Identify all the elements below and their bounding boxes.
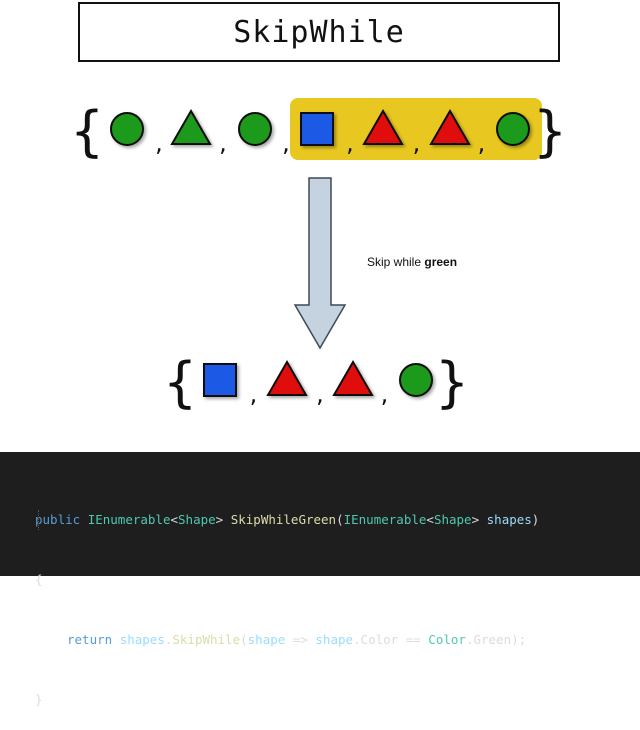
- input-sequence: {,,,,,,}: [70, 100, 567, 163]
- input-separator-4: ,: [413, 129, 421, 157]
- input-separator-2: ,: [282, 129, 290, 157]
- caption-emphasis: green: [424, 255, 458, 269]
- cl1-token-9: <: [426, 512, 434, 527]
- output-separator-1: ,: [316, 380, 324, 408]
- output-close-brace: }: [435, 351, 469, 414]
- input-circle-0: [110, 112, 144, 146]
- cl3-token-1: [112, 632, 120, 647]
- cl4-token-0: }: [35, 692, 43, 707]
- output-separator-0: ,: [250, 380, 258, 408]
- cl1-token-4: Shape: [178, 512, 216, 527]
- cl2-token-0: {: [35, 572, 43, 587]
- cl1-token-0: public: [35, 512, 81, 527]
- cl1-token-11: >: [471, 512, 487, 527]
- cl3-token-8: shape: [315, 632, 354, 647]
- down-arrow-icon: [293, 177, 347, 350]
- cl3-token-7: =>: [285, 632, 316, 647]
- code-panel: public IEnumerable<Shape> SkipWhileGreen…: [0, 452, 640, 707]
- input-circle-2: [238, 112, 272, 146]
- input-separator-1: ,: [219, 129, 227, 157]
- output-separator-2: ,: [381, 380, 389, 408]
- cl3-token-2: shapes: [119, 632, 165, 647]
- input-circle-6: [496, 112, 530, 146]
- cl1-token-12: shapes: [486, 512, 532, 527]
- input-open-brace: {: [70, 100, 104, 163]
- output-triangle-2: [332, 359, 374, 396]
- input-close-brace: }: [533, 100, 567, 163]
- cl1-token-8: IEnumerable: [343, 512, 427, 527]
- input-separator-0: ,: [155, 129, 163, 157]
- code-line-3: return shapes.SkipWhile(shape => shape.C…: [0, 630, 640, 650]
- output-circle-3: [399, 363, 433, 397]
- cl3-token-5: (: [240, 632, 248, 647]
- indent-guide: [38, 510, 40, 530]
- title-text: SkipWhile: [233, 14, 405, 50]
- input-triangle-1: [170, 108, 212, 145]
- cl3-token-11: .Green);: [465, 632, 527, 647]
- output-open-brace: {: [163, 351, 197, 414]
- cl3-token-4: SkipWhile: [172, 632, 241, 647]
- title-box: SkipWhile: [78, 2, 560, 62]
- output-sequence: {,,,}: [163, 351, 469, 414]
- code-line-1: public IEnumerable<Shape> SkipWhileGreen…: [0, 510, 640, 530]
- output-triangle-1: [266, 359, 308, 396]
- cl1-token-3: <: [170, 512, 179, 527]
- cl3-token-0: return: [67, 632, 113, 647]
- cl1-token-13: ): [531, 512, 540, 527]
- cl3-token-3: .: [164, 632, 173, 647]
- cl1-token-2: IEnumerable: [87, 512, 171, 527]
- input-triangle-5: [429, 108, 471, 145]
- code-line-4: }: [0, 690, 640, 710]
- cl3-token-10: Color: [428, 632, 466, 647]
- output-square-0: [203, 363, 237, 397]
- input-separator-5: ,: [478, 129, 486, 157]
- input-separator-3: ,: [346, 129, 354, 157]
- code-line-2: {: [0, 570, 640, 590]
- cl1-token-5: >: [215, 512, 231, 527]
- cl1-token-6: SkipWhileGreen: [230, 512, 337, 527]
- cl3-token-9: .Color ==: [353, 632, 429, 647]
- cl1-token-10: Shape: [433, 512, 472, 527]
- caption-prefix: Skip while: [367, 255, 425, 269]
- cl1-token-7: (: [336, 512, 344, 527]
- input-square-3: [300, 112, 334, 146]
- cl1-token-1: [80, 512, 88, 527]
- skipped-remainder-highlight: [290, 98, 542, 160]
- cl3-token-6: shape: [247, 632, 286, 647]
- input-triangle-4: [362, 108, 404, 145]
- skipwhile-diagram: {,,,,,,} {,,,}: [70, 98, 567, 414]
- arrow-caption: Skip while green: [367, 255, 457, 269]
